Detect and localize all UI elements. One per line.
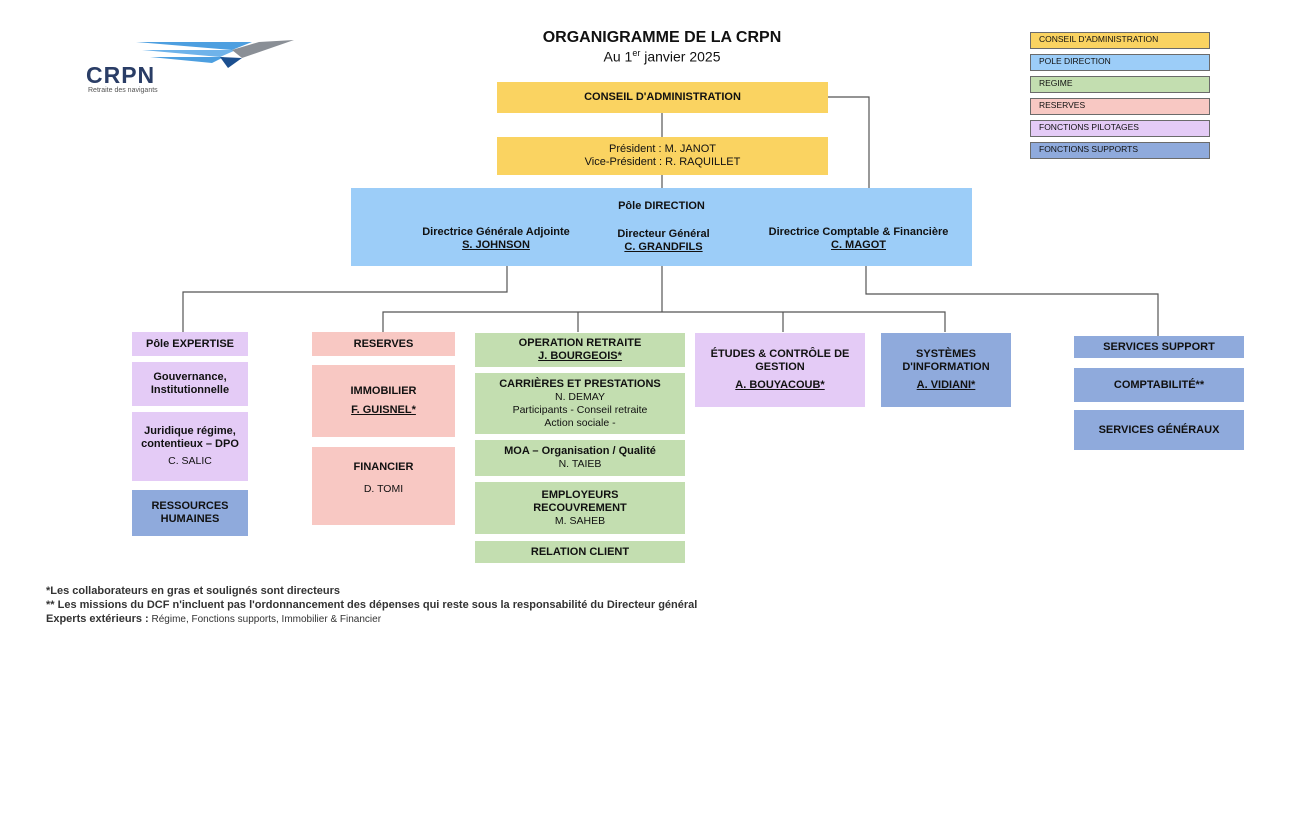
si-title: SYSTÈMES D'INFORMATION [902, 348, 990, 373]
services-support-title: SERVICES SUPPORT [1103, 340, 1215, 353]
employeurs-title: EMPLOYEURS RECOUVREMENT [533, 488, 627, 514]
connector-bus [382, 311, 946, 332]
dga-title: Directrice Générale Adjointe [422, 226, 570, 238]
juridique-box: Juridique régime, contentieux – DPO C. S… [132, 412, 248, 481]
rh-box: RESSOURCES HUMAINES [132, 490, 248, 536]
services-support-box: SERVICES SUPPORT [1074, 336, 1244, 358]
operation-retraite-box: OPERATION RETRAITE J. BOURGEOIS* [475, 333, 685, 367]
dcf-title: Directrice Comptable & Financière [768, 226, 949, 238]
carrieres-box: CARRIÈRES ET PRESTATIONS N. DEMAY Partic… [475, 373, 685, 434]
carrieres-line2: Action sociale - [544, 416, 616, 429]
carrieres-title: CARRIÈRES ET PRESTATIONS [499, 377, 661, 390]
footnote-3: Experts extérieurs : Régime, Fonctions s… [46, 613, 381, 625]
dcf-block: Directrice Comptable & Financière C. MAG… [746, 226, 971, 252]
operation-title: OPERATION RETRAITE [518, 337, 642, 349]
dg-block: Directeur Général C. GRANDFILS [596, 228, 731, 254]
services-generaux-label: SERVICES GÉNÉRAUX [1098, 423, 1220, 436]
etudes-person: A. BOUYACOUB* [735, 379, 825, 391]
page-subtitle: Au 1er janvier 2025 [462, 48, 862, 65]
crpn-logo: CRPN Retraite des navigants [84, 38, 294, 98]
immobilier-person: F. GUISNEL* [351, 404, 416, 416]
footnote-1: *Les collaborateurs en gras et soulignés… [46, 585, 341, 597]
dga-name: S. JOHNSON [462, 239, 530, 251]
direction-box: Pôle DIRECTION Directrice Générale Adjoi… [351, 188, 972, 266]
juridique-person: C. SALIC [168, 455, 212, 467]
conseil-box: CONSEIL D'ADMINISTRATION [497, 82, 828, 113]
dg-name: C. GRANDFILS [624, 241, 703, 253]
footnote-2: ** Les missions du DCF n'incluent pas l'… [46, 599, 698, 611]
etudes-box: ÉTUDES & CONTRÔLE DE GESTION A. BOUYACOU… [695, 333, 865, 407]
president-text: Président : M. JANOT [609, 143, 716, 155]
comptabilite-label: COMPTABILITÉ** [1113, 378, 1205, 391]
moa-person: N. TAIEB [558, 458, 602, 470]
legend-item-supports: FONCTIONS SUPPORTS [1030, 142, 1210, 159]
connector-dcf-support [865, 266, 1159, 336]
reserves-title: RESERVES [353, 337, 414, 350]
si-person: A. VIDIANI* [916, 379, 976, 391]
conseil-title: CONSEIL D'ADMINISTRATION [584, 91, 741, 103]
footnote-3-bold: Experts extérieurs : [46, 613, 149, 625]
subtitle-sup: er [632, 48, 641, 58]
carrieres-line1: Participants - Conseil retraite [512, 403, 648, 416]
services-generaux-box: SERVICES GÉNÉRAUX [1074, 410, 1244, 450]
legend-item-direction: POLE DIRECTION [1030, 54, 1210, 71]
financier-label: FINANCIER [353, 461, 414, 473]
direction-title: Pôle DIRECTION [618, 200, 705, 212]
wing-icon [136, 40, 294, 68]
gouvernance-box: Gouvernance, Institutionnelle [132, 362, 248, 406]
subtitle-suffix: janvier 2025 [640, 48, 721, 65]
comptabilite-box: COMPTABILITÉ** [1074, 368, 1244, 402]
immobilier-label: IMMOBILIER [350, 385, 417, 397]
operation-person: J. BOURGEOIS* [538, 350, 622, 362]
financier-box: FINANCIER D. TOMI [312, 447, 455, 525]
legend-item-pilotages: FONCTIONS PILOTAGES [1030, 120, 1210, 137]
legend-item-reserves: RESERVES [1030, 98, 1210, 115]
relation-label: RELATION CLIENT [530, 545, 630, 558]
logo-wordmark: CRPN [86, 62, 156, 88]
subtitle-prefix: Au 1 [603, 48, 633, 65]
footnote-3-rest: Régime, Fonctions supports, Immobilier &… [148, 614, 382, 625]
vice-president-text: Vice-Président : R. RAQUILLET [584, 156, 741, 168]
expertise-title: Pôle EXPERTISE [145, 337, 235, 350]
legend-item-regime: REGIME [1030, 76, 1210, 93]
moa-box: MOA – Organisation / Qualité N. TAIEB [475, 440, 685, 476]
si-box: SYSTÈMES D'INFORMATION A. VIDIANI* [881, 333, 1011, 407]
employeurs-person: M. SAHEB [554, 514, 606, 527]
reserves-title-box: RESERVES [312, 332, 455, 356]
expertise-title-box: Pôle EXPERTISE [132, 332, 248, 356]
employeurs-box: EMPLOYEURS RECOUVREMENT M. SAHEB [475, 482, 685, 534]
juridique-label: Juridique régime, contentieux – DPO [141, 425, 239, 450]
connector-dga-expertise [182, 266, 508, 332]
relation-client-box: RELATION CLIENT [475, 541, 685, 563]
immobilier-box: IMMOBILIER F. GUISNEL* [312, 365, 455, 437]
page-title: ORGANIGRAMME DE LA CRPN [542, 29, 782, 46]
logo-tagline: Retraite des navigants [88, 87, 158, 94]
rh-label: RESSOURCES HUMAINES [151, 500, 229, 525]
etudes-title: ÉTUDES & CONTRÔLE DE GESTION [710, 348, 850, 373]
gouvernance-label: Gouvernance, Institutionnelle [150, 371, 230, 396]
moa-title: MOA – Organisation / Qualité [504, 445, 656, 457]
connector-ca-direction-right [828, 96, 870, 188]
president-box: Président : M. JANOT Vice-Président : R.… [497, 137, 828, 175]
financier-person: D. TOMI [363, 483, 404, 495]
legend: CONSEIL D'ADMINISTRATION POLE DIRECTION … [1030, 32, 1210, 159]
dg-title: Directeur Général [617, 228, 710, 240]
legend-item-conseil: CONSEIL D'ADMINISTRATION [1030, 32, 1210, 49]
dga-block: Directrice Générale Adjointe S. JOHNSON [391, 226, 601, 252]
dcf-name: C. MAGOT [831, 239, 886, 251]
carrieres-person: N. DEMAY [555, 390, 605, 403]
